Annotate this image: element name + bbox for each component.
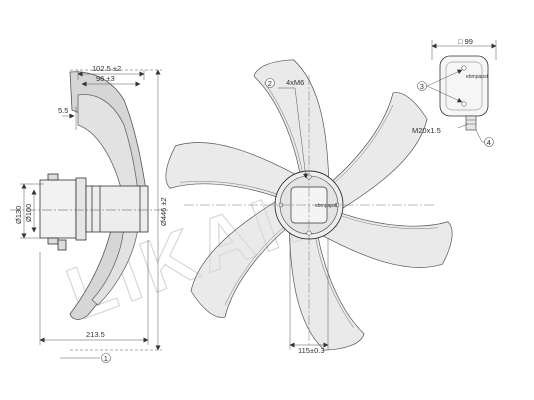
- svg-text:1: 1: [104, 354, 108, 363]
- side-dimensions: [10, 69, 170, 351]
- dim-dia-130: Ø130: [14, 206, 23, 224]
- front-view: ebmpapst: [152, 46, 466, 364]
- motor-flange: [75, 177, 87, 241]
- dim-m20: M20x1.5: [412, 126, 441, 135]
- svg-text:3: 3: [420, 82, 424, 91]
- callout-1: 1: [60, 353, 111, 363]
- dim-square-99: □ 99: [458, 37, 473, 46]
- dim-dia-446: Ø446 ±2: [159, 197, 168, 226]
- box-body: [439, 55, 489, 117]
- svg-text:4: 4: [487, 138, 491, 147]
- hub-brand-label: ebmpapst: [315, 203, 338, 209]
- front-dimensions: [278, 87, 329, 350]
- box-brand-label: ebmpapst: [466, 74, 489, 80]
- rotor-hub: [85, 185, 149, 233]
- dim-102-5: 102.5 ±2: [92, 64, 121, 73]
- dim-dia-100: Ø100: [24, 204, 33, 222]
- dim-5-5: 5.5: [58, 106, 68, 115]
- box-screw-bottom: [461, 101, 467, 107]
- svg-text:2: 2: [268, 79, 272, 88]
- motor-body: [39, 179, 77, 239]
- callout-3: 3: [417, 81, 427, 91]
- side-blade-lower-b: [91, 225, 139, 306]
- dim-96: 96 ±3: [96, 74, 115, 83]
- callout-2: 2: [265, 78, 275, 88]
- side-view: [39, 71, 149, 320]
- callout-4: 4: [484, 137, 494, 147]
- terminal-box: □ 99 ebmpapst: [426, 37, 497, 143]
- cable-gland: [465, 115, 477, 131]
- dim-213-5: 213.5: [86, 330, 105, 339]
- side-blade-upper-b: [77, 94, 139, 193]
- box-screw-top: [461, 65, 467, 71]
- dim-115: 115±0.3: [298, 346, 325, 355]
- dim-4xm6: 4xM6: [286, 78, 304, 87]
